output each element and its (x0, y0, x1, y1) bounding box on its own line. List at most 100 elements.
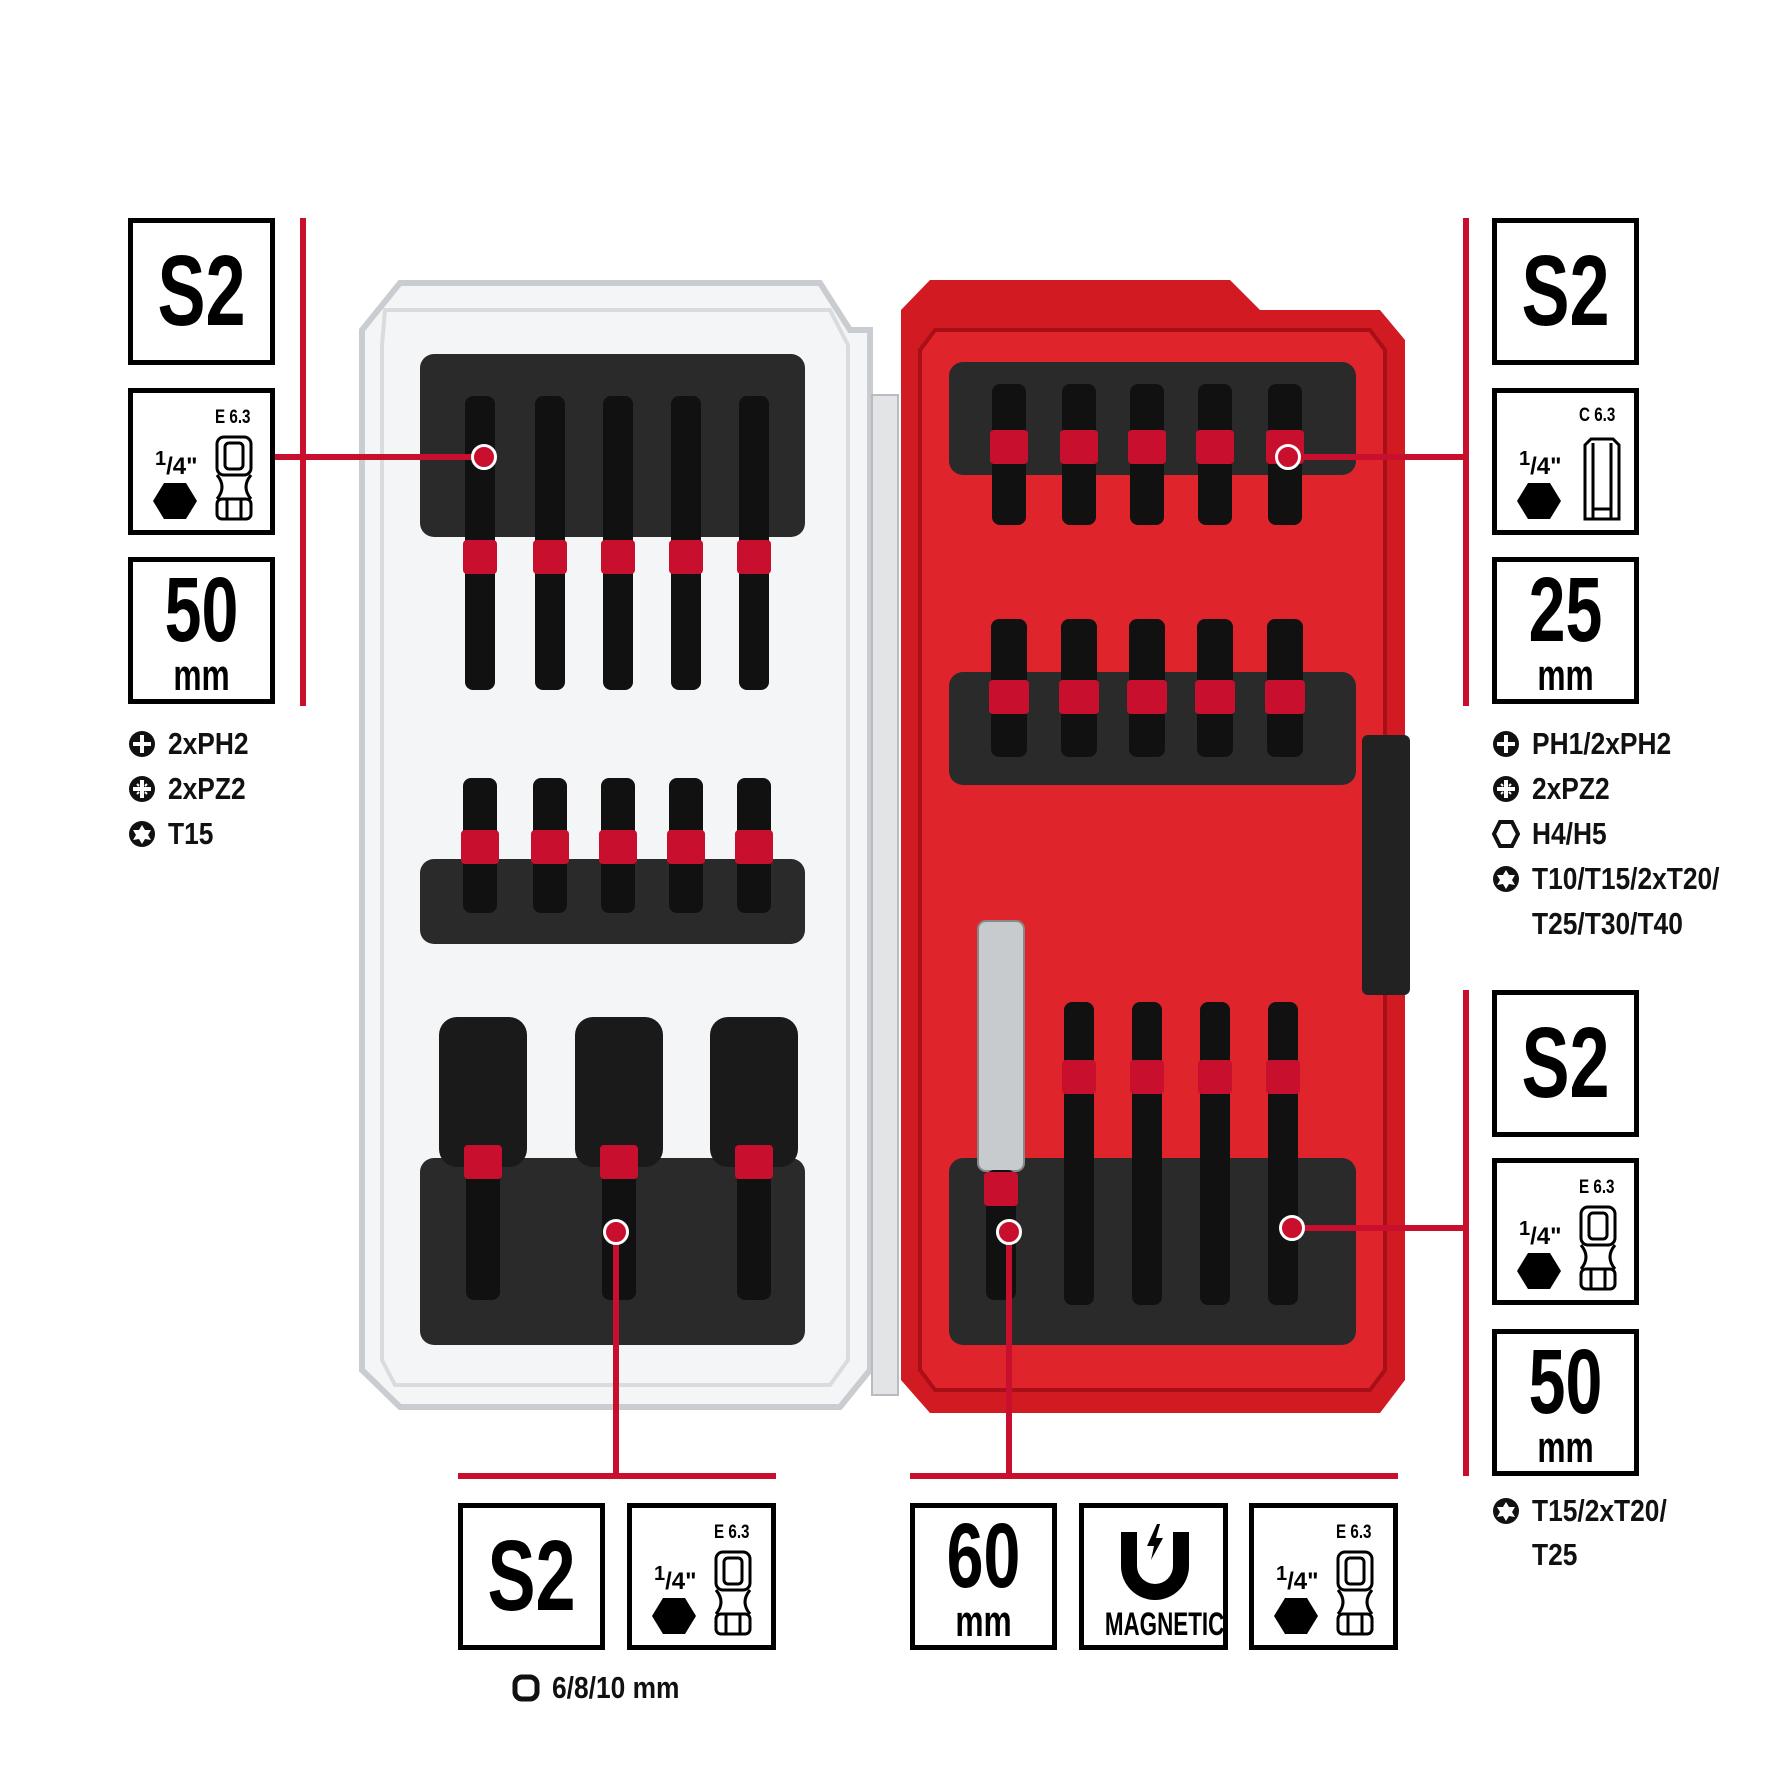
phillips-icon (129, 731, 155, 757)
bit-color-band (984, 1172, 1018, 1206)
hex-outline-icon (1492, 820, 1520, 848)
callout-line (1463, 218, 1469, 706)
bit-color-band (1266, 1060, 1300, 1094)
shank-badge: E 6.3 1/4" (1249, 1503, 1398, 1650)
bit-color-band (735, 830, 773, 864)
list-item: H4/H5 (1492, 816, 1620, 852)
callout-line (1288, 454, 1466, 460)
length-value: 50 (164, 559, 239, 661)
nut-socket (710, 1017, 798, 1167)
list-item: PH1/2xPH2 (1492, 726, 1696, 762)
length-badge: 50 mm (1492, 1329, 1639, 1476)
fraction-den: 4" (172, 453, 198, 480)
bit-color-band (737, 540, 771, 574)
pozidriv-icon (1493, 776, 1519, 802)
callout-line (613, 1232, 619, 1476)
hex-icon (1274, 1598, 1318, 1634)
hex-icon (153, 483, 197, 519)
e-shank-icon (1579, 1205, 1617, 1291)
callout-line (300, 218, 306, 706)
bit-color-band (1059, 680, 1099, 714)
list-item: 2xPZ2 (128, 771, 259, 807)
screwdriver-bit (737, 1160, 771, 1300)
material-badge: S2 (1492, 990, 1639, 1137)
bit-color-band (1195, 680, 1235, 714)
bit-color-band (1062, 1060, 1096, 1094)
list-item: T25 (1532, 1537, 1578, 1572)
shank-badge: E 6.3 1/4" (1492, 1158, 1639, 1305)
material-text: S2 (157, 235, 246, 347)
screwdriver-bit (1132, 1002, 1162, 1305)
screwdriver-bit (1268, 1002, 1298, 1305)
length-value: 60 (946, 1505, 1021, 1607)
shank-badge: E 6.3 1/4" (627, 1503, 776, 1650)
torx-icon (1493, 1498, 1519, 1524)
bit-color-band (461, 830, 499, 864)
hex-icon (1517, 1253, 1561, 1289)
bit-color-band (669, 540, 703, 574)
list-item: 6/8/10 mm (512, 1670, 702, 1706)
list-item: T10/T15/2xT20/ (1492, 861, 1753, 897)
fraction-num: 1 (1519, 448, 1531, 470)
magnetic-label: MAGNETIC (1104, 1606, 1225, 1642)
pozidriv-icon (129, 776, 155, 802)
callout-line (1463, 990, 1469, 1476)
bit-color-band (990, 430, 1028, 464)
phillips-icon (1493, 731, 1519, 757)
material-badge: S2 (458, 1503, 605, 1650)
length-unit: mm (1537, 1423, 1594, 1472)
callout-line (458, 1473, 776, 1479)
length-badge: 25 mm (1492, 557, 1639, 704)
bit-color-band (601, 540, 635, 574)
hinge (871, 394, 899, 1396)
screwdriver-bit (1200, 1002, 1230, 1305)
bit-color-band (599, 830, 637, 864)
bit-color-band (463, 540, 497, 574)
length-badge: 60 mm (910, 1503, 1057, 1650)
callout-line (1292, 1225, 1466, 1231)
shank-code: E 6.3 (1579, 1177, 1615, 1198)
material-text: S2 (487, 1520, 576, 1632)
callout-dot (1279, 1215, 1305, 1241)
nut-socket (439, 1017, 527, 1167)
c-shank-icon (1583, 437, 1621, 521)
shank-badge: C 6.3 1/4" (1492, 388, 1639, 535)
fraction-den: 4" (1536, 1223, 1562, 1250)
magnetic-bit-holder (977, 920, 1025, 1172)
bit-color-band (464, 1145, 502, 1179)
length-unit: mm (173, 651, 230, 700)
bit-color-band (1198, 1060, 1232, 1094)
e-shank-icon (714, 1550, 752, 1636)
fraction-num: 1 (1276, 1563, 1288, 1585)
callout-line (1006, 1232, 1012, 1476)
fraction-den: 4" (1293, 1568, 1319, 1595)
shank-badge: E 6.3 1/4" (128, 388, 275, 535)
length-unit: mm (1537, 651, 1594, 700)
fraction-den: 4" (1536, 453, 1562, 480)
callout-line (910, 1473, 1398, 1479)
bit-color-band (1196, 430, 1234, 464)
bit-color-band (600, 1145, 638, 1179)
callout-dot (996, 1219, 1022, 1245)
bit-color-band (989, 680, 1029, 714)
callout-dot (471, 444, 497, 470)
list-item: T15 (128, 816, 221, 852)
magnetic-badge: MAGNETIC (1079, 1503, 1228, 1650)
screwdriver-bit (1064, 1002, 1094, 1305)
list-item: T15/2xT20/ (1492, 1493, 1691, 1529)
shank-code: E 6.3 (215, 407, 251, 428)
e-shank-icon (215, 435, 253, 521)
hex-icon (1517, 483, 1561, 519)
shank-code: E 6.3 (1336, 1522, 1372, 1543)
bit-color-band (667, 830, 705, 864)
magnet-icon (1121, 1524, 1189, 1600)
bit-color-band (533, 540, 567, 574)
side-clip (1362, 735, 1410, 995)
fraction-den: 4" (671, 1568, 697, 1595)
torx-icon (129, 821, 155, 847)
hex-icon (652, 1598, 696, 1634)
callout-dot (1275, 444, 1301, 470)
length-unit: mm (955, 1597, 1012, 1646)
callout-line (275, 454, 484, 460)
